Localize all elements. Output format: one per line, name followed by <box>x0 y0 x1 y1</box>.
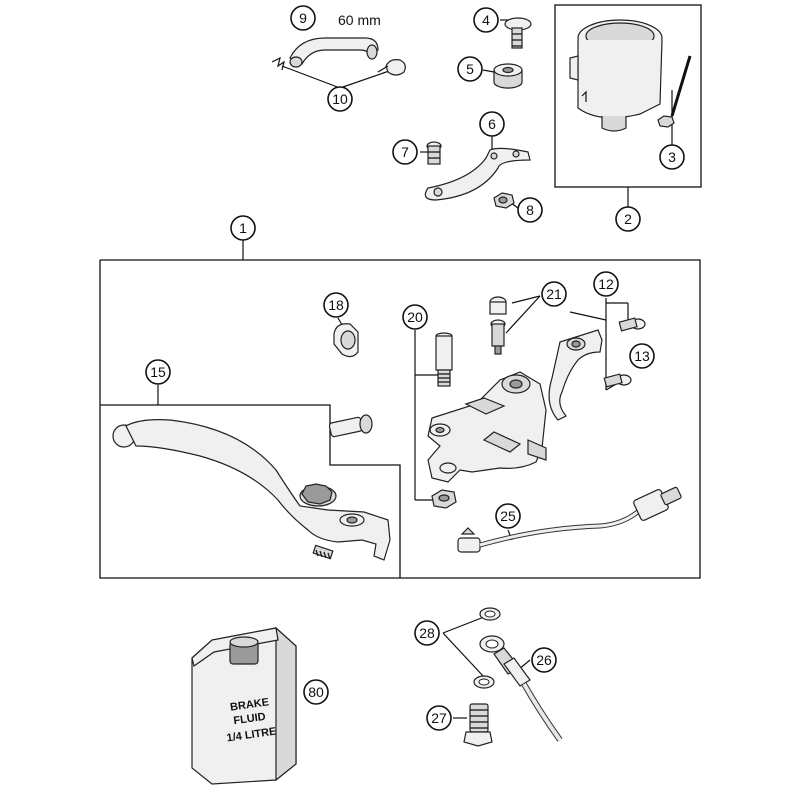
callout-6-label: 6 <box>488 116 496 132</box>
callout-13: 13 <box>629 343 655 369</box>
leader-lines <box>157 19 673 719</box>
part-10-hose-clamps <box>271 56 406 76</box>
callout-1: 1 <box>230 215 256 241</box>
callout-21: 21 <box>541 281 567 307</box>
callout-3: 3 <box>659 144 685 170</box>
callout-15: 15 <box>145 359 171 385</box>
part-18-cap <box>333 323 359 358</box>
callout-9-label: 9 <box>299 10 307 26</box>
callout-25-label: 25 <box>500 508 516 524</box>
part-20-nut <box>431 489 457 509</box>
part-5-grommet <box>493 63 523 89</box>
part-3-mounting-bolt-and-nut <box>657 55 692 128</box>
callout-4-label: 4 <box>482 12 490 28</box>
callout-10: 10 <box>327 86 353 112</box>
callout-26-label: 26 <box>536 652 552 668</box>
callout-6: 6 <box>479 111 505 137</box>
part-1-pivot-bolt <box>328 414 373 438</box>
callout-5: 5 <box>457 56 483 82</box>
callout-10-label: 10 <box>332 91 348 107</box>
hose-length-label: 60 mm <box>338 12 381 28</box>
part-25-brake-light-switch <box>457 486 682 553</box>
part-7-screw <box>426 141 442 165</box>
callout-28: 28 <box>414 620 440 646</box>
callout-8: 8 <box>517 197 543 223</box>
callout-12: 12 <box>593 271 619 297</box>
part-4-screw <box>504 17 532 49</box>
master-cylinder-group-frame <box>99 259 701 579</box>
lever-group-frame <box>100 404 401 578</box>
part-21-bleed-valve <box>489 296 507 355</box>
callout-1-label: 1 <box>239 220 247 236</box>
callout-20-label: 20 <box>407 309 423 325</box>
part-80-brake-fluid-bottle: BRAKE FLUID 1/4 LITRE <box>191 626 297 785</box>
part-27-banjo-bolt <box>463 703 493 747</box>
bottle-label-line-1: BRAKE <box>229 696 269 713</box>
callout-13-label: 13 <box>634 348 650 364</box>
part-12-handlebar-clamp <box>548 329 603 421</box>
callout-25: 25 <box>495 503 521 529</box>
part-26-brake-line <box>479 635 563 742</box>
part-2-reservoir <box>569 19 663 132</box>
callout-28-label: 28 <box>419 625 435 641</box>
callout-7: 7 <box>392 139 418 165</box>
part-6-bracket <box>424 147 531 201</box>
part-9-hose <box>289 37 379 68</box>
part-8-nut <box>493 192 515 209</box>
part-1-master-cylinder-body <box>427 371 547 483</box>
part-13-clamp-screw <box>603 317 646 388</box>
callout-5-label: 5 <box>466 61 474 77</box>
callout-3-label: 3 <box>668 149 676 165</box>
callout-9: 9 <box>290 5 316 31</box>
callout-12-label: 12 <box>598 276 614 292</box>
part-20-pivot-pin <box>435 332 453 387</box>
callout-80: 80 <box>303 679 329 705</box>
callout-2: 2 <box>615 206 641 232</box>
bottle-label-line-2: FLUID <box>233 711 267 727</box>
callout-18: 18 <box>323 292 349 318</box>
callout-21-label: 21 <box>546 286 562 302</box>
callout-4: 4 <box>473 7 499 33</box>
part-15-spring <box>312 544 334 560</box>
callout-27: 27 <box>426 705 452 731</box>
part-28-sealing-washer <box>473 607 501 689</box>
callout-15-label: 15 <box>150 364 166 380</box>
callout-2-label: 2 <box>624 211 632 227</box>
part-15-brake-lever <box>112 419 391 561</box>
callout-26: 26 <box>531 647 557 673</box>
callout-27-label: 27 <box>431 710 447 726</box>
callout-80-label: 80 <box>308 684 324 700</box>
callout-20: 20 <box>402 304 428 330</box>
callout-8-label: 8 <box>526 202 534 218</box>
callout-7-label: 7 <box>401 144 409 160</box>
callout-18-label: 18 <box>328 297 344 313</box>
